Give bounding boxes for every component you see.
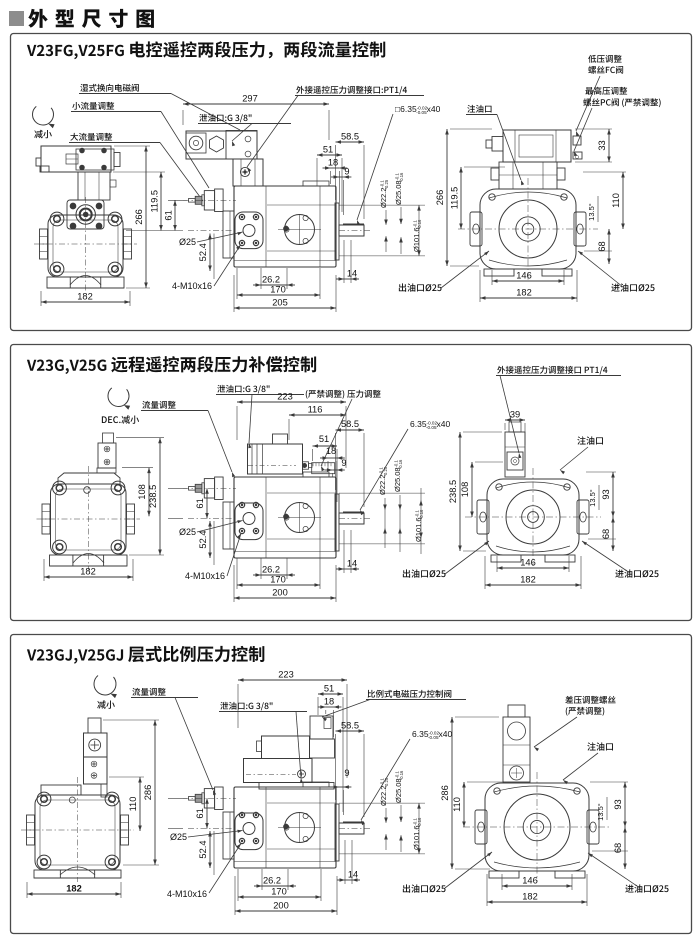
svg-text:61: 61	[164, 210, 174, 220]
svg-text:266: 266	[435, 190, 445, 206]
svg-text:4-M10x16: 4-M10x16	[185, 571, 225, 581]
svg-text:6.35-0.02-0.05x40: 6.35-0.02-0.05x40	[410, 419, 450, 430]
svg-text:Ø25: Ø25	[179, 237, 196, 247]
svg-text:51: 51	[323, 145, 333, 155]
svg-text:26.2: 26.2	[262, 565, 280, 575]
svg-text:170: 170	[271, 887, 287, 897]
svg-text:Ø22.2-0.1-0.25: Ø22.2-0.1-0.25	[379, 777, 389, 806]
svg-text:200: 200	[273, 901, 289, 911]
svg-text:Ø22.2-0.1-0.25: Ø22.2-0.1-0.25	[378, 466, 388, 495]
svg-text:14: 14	[347, 559, 357, 569]
svg-text:110: 110	[128, 797, 138, 812]
svg-text:26.2: 26.2	[263, 876, 281, 886]
svg-text:286: 286	[143, 785, 153, 801]
svg-text:205: 205	[272, 298, 288, 308]
svg-text:223: 223	[278, 670, 294, 680]
svg-text:238.5: 238.5	[148, 485, 158, 508]
svg-text:182: 182	[516, 288, 532, 298]
svg-text:4-M10x16: 4-M10x16	[167, 889, 207, 899]
svg-text:Ø22.2-0.1-0.25: Ø22.2-0.1-0.25	[379, 179, 389, 208]
svg-text:238.5: 238.5	[448, 480, 458, 503]
svg-text:223: 223	[277, 392, 293, 402]
svg-text:4-M10x16: 4-M10x16	[172, 281, 212, 291]
svg-text:6.35-0.02-0.05x40: 6.35-0.02-0.05x40	[412, 729, 452, 740]
svg-text:146: 146	[520, 558, 536, 568]
svg-text:Ø101.6-0.1-0.16: Ø101.6-0.1-0.16	[412, 817, 422, 850]
svg-text:108: 108	[137, 484, 147, 500]
svg-text:182: 182	[80, 567, 96, 577]
svg-text:14: 14	[348, 870, 358, 880]
svg-text:18: 18	[326, 446, 336, 456]
svg-text:200: 200	[272, 588, 288, 598]
svg-text:68: 68	[597, 241, 607, 251]
svg-text:13.5°: 13.5°	[596, 803, 605, 821]
svg-text:110: 110	[452, 797, 462, 812]
svg-text:182: 182	[522, 892, 538, 902]
svg-text:170: 170	[270, 575, 286, 585]
svg-text:26.2: 26.2	[262, 275, 280, 285]
svg-text:58.5: 58.5	[341, 721, 359, 731]
svg-text:Ø101.6-0.1-0.16: Ø101.6-0.1-0.16	[414, 509, 424, 542]
svg-text:68: 68	[613, 843, 623, 853]
svg-text:Ø25: Ø25	[179, 527, 196, 537]
svg-text:13.5°: 13.5°	[588, 489, 597, 507]
svg-text:51: 51	[319, 434, 329, 444]
svg-text:52.4: 52.4	[198, 530, 208, 548]
svg-text:93: 93	[613, 799, 623, 809]
svg-text:61: 61	[195, 808, 205, 818]
svg-text:51: 51	[324, 684, 334, 694]
svg-text:61: 61	[195, 498, 205, 508]
svg-text:9: 9	[344, 167, 349, 177]
svg-text:33: 33	[597, 140, 607, 150]
svg-text:52.4: 52.4	[198, 243, 208, 261]
svg-text:146: 146	[522, 876, 538, 886]
svg-text:Ø25.08-0.1-0.16: Ø25.08-0.1-0.16	[393, 459, 403, 492]
svg-text:266: 266	[134, 209, 144, 225]
svg-text:58.5: 58.5	[341, 132, 359, 142]
svg-text:14: 14	[347, 269, 357, 279]
svg-text:39: 39	[510, 410, 520, 420]
svg-text:110: 110	[611, 193, 621, 208]
svg-text:93: 93	[601, 489, 611, 499]
svg-text:116: 116	[308, 405, 323, 415]
svg-text:119.5: 119.5	[450, 187, 460, 210]
svg-text:68: 68	[601, 529, 611, 539]
svg-text:297: 297	[242, 94, 258, 104]
svg-text:182: 182	[77, 292, 93, 302]
svg-text:9: 9	[341, 458, 346, 468]
svg-text:108: 108	[460, 482, 470, 498]
svg-text:18: 18	[328, 158, 338, 168]
svg-text:170: 170	[270, 285, 286, 295]
svg-text:Ø101.6-0.1-0.16: Ø101.6-0.1-0.16	[412, 219, 422, 252]
svg-text:182: 182	[66, 884, 82, 894]
svg-text:9: 9	[344, 768, 349, 778]
svg-text:58.5: 58.5	[341, 419, 359, 429]
svg-text:146: 146	[516, 271, 532, 281]
svg-text:13.5°: 13.5°	[587, 203, 596, 221]
svg-text:18: 18	[324, 697, 334, 707]
svg-text:52.4: 52.4	[198, 840, 208, 858]
svg-text:119.5: 119.5	[150, 190, 160, 213]
svg-text:Ø25.08-0.1-0.16: Ø25.08-0.1-0.16	[394, 172, 404, 205]
svg-text:Ø25: Ø25	[170, 832, 187, 842]
svg-text:Ø25.08-0.1-0.16: Ø25.08-0.1-0.16	[394, 770, 404, 803]
svg-text:286: 286	[440, 785, 450, 801]
svg-text:182: 182	[520, 575, 536, 585]
svg-text:□6.35-0.02-0.05x40: □6.35-0.02-0.05x40	[395, 104, 441, 115]
